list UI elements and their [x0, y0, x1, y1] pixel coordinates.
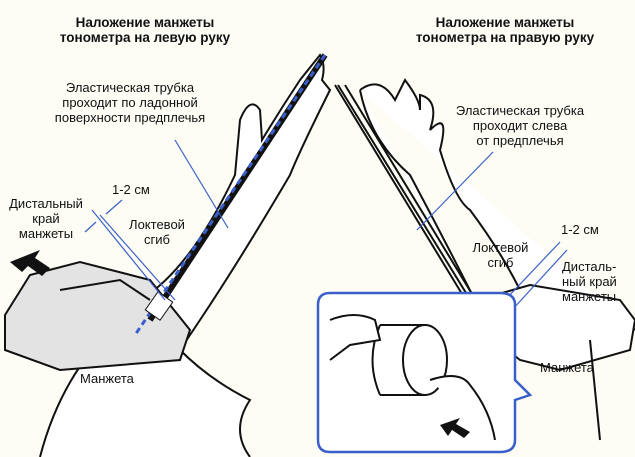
left-distance-label: 1-2 см — [112, 182, 150, 197]
left-distal-edge-label: Дистальный край манжеты — [9, 196, 83, 241]
right-elbow-label: Локтевой сгиб — [472, 240, 529, 270]
right-distance-label: 1-2 см — [561, 222, 599, 237]
left-leader-lines — [84, 139, 229, 301]
right-cuff — [494, 283, 635, 441]
right-tube-note: Эластическая трубка проходит слева от пр… — [455, 103, 585, 148]
left-tube-note: Эластическая трубка проходит по ладонной… — [54, 80, 206, 125]
right-leader-lines — [416, 151, 568, 311]
left-title: Наложение манжеты тонометра на левую рук… — [59, 15, 231, 45]
right-distal-edge-label: Дисталь- ный край манжеты — [562, 259, 617, 304]
left-cuff-label: Манжета — [80, 371, 134, 386]
inset-arrow-icon — [440, 418, 470, 438]
left-cuff — [4, 260, 192, 372]
right-title: Наложение манжеты тонометра на правую ру… — [415, 15, 595, 45]
inset-panel — [316, 291, 533, 454]
right-cuff-label: Манжета — [540, 360, 594, 375]
left-arrow-icon — [10, 250, 50, 276]
left-tube — [133, 53, 328, 336]
left-elbow-label: Локтевой сгиб — [129, 217, 185, 247]
